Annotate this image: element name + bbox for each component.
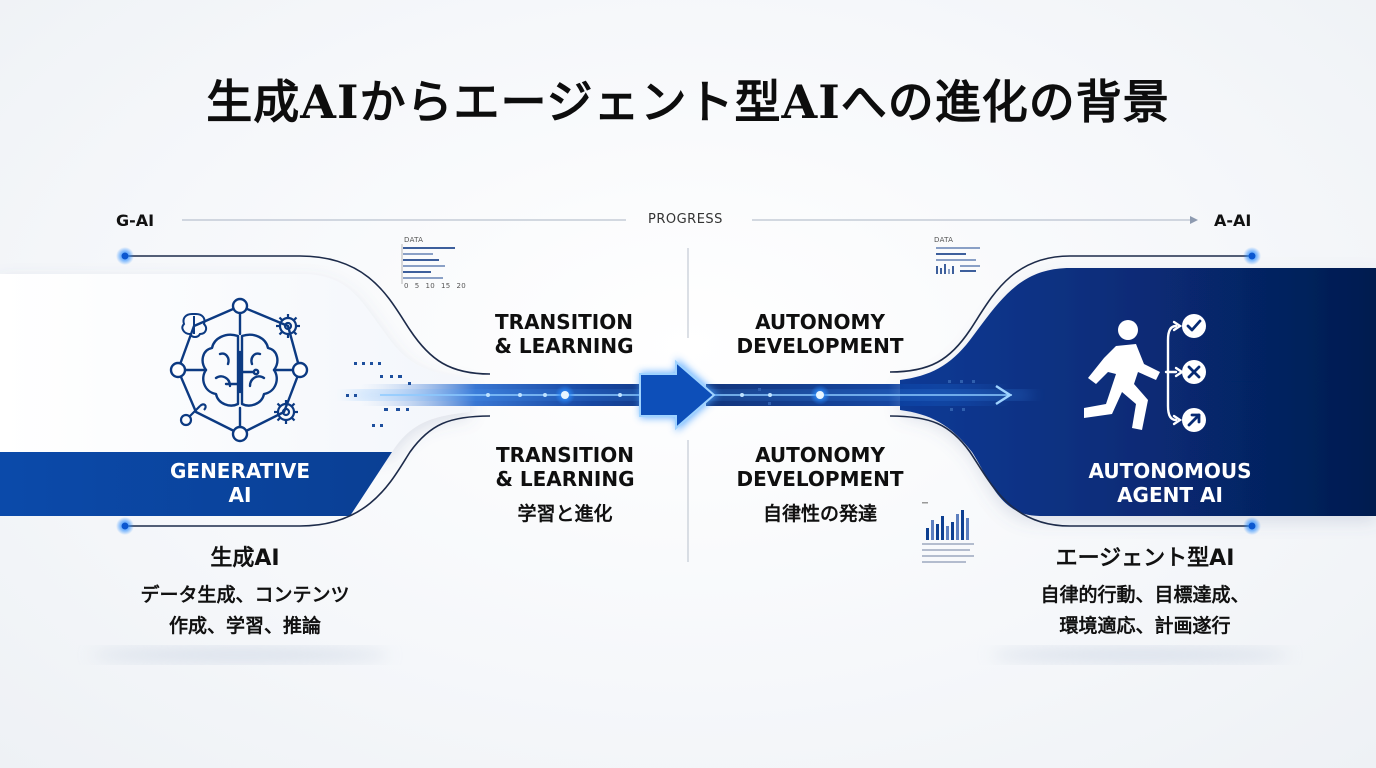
autonomous-agent-band-label: AUTONOMOUS AGENT AI: [1040, 459, 1300, 507]
band-line: GENERATIVE: [169, 459, 311, 483]
mini-bar-chart-right: DATA: [932, 236, 988, 280]
label-line: TRANSITION: [495, 310, 633, 334]
generative-ai-band-label: GENERATIVE AI: [140, 459, 340, 507]
brain-network-icon: [169, 297, 309, 443]
label-line: AUTONOMY: [755, 310, 885, 334]
label-line: DEVELOPMENT: [736, 334, 904, 358]
transition-bottom-label: TRANSITION & LEARNING: [450, 443, 680, 491]
agent-ai-subtitle: エージェント型AI: [1055, 546, 1235, 571]
running-agent-icon: [1084, 314, 1206, 432]
axis-right-label: A-AI: [1214, 211, 1252, 230]
check-circle-icon: [1182, 314, 1206, 338]
band-line: AGENT AI: [1117, 483, 1223, 507]
autonomy-top-label: AUTONOMY DEVELOPMENT: [705, 310, 935, 358]
label-line: & LEARNING: [495, 467, 635, 491]
transition-top-label: TRANSITION & LEARNING: [449, 310, 679, 358]
tick-label: 5: [414, 282, 420, 290]
autonomy-bottom-label: AUTONOMY DEVELOPMENT: [705, 443, 935, 491]
label-line: & LEARNING: [494, 334, 634, 358]
desc-line: 自律的行動、目標達成、: [1040, 584, 1250, 606]
generative-ai-description: データ生成、コンテンツ 作成、学習、推論: [95, 580, 395, 642]
transition-jp-label: 学習と進化: [517, 503, 613, 525]
generative-ai-subtitle: 生成AI: [210, 546, 280, 571]
mini-chart-bars: [401, 244, 455, 284]
mini-chart-label: DATA: [404, 236, 424, 244]
desc-line: データ生成、コンテンツ: [140, 584, 350, 606]
band-line: AUTONOMOUS: [1088, 459, 1252, 483]
tick-label: 20: [456, 282, 466, 290]
mini-bar-chart-left: DATA 0 5 10 15 20: [400, 236, 472, 292]
mini-column-chart: [922, 502, 974, 563]
tick-label: 10: [425, 282, 435, 290]
arrow-up-right-circle-icon: [1182, 408, 1206, 432]
axis-center-label: PROGRESS: [648, 212, 723, 227]
page-title: 生成AIからエージェント型AIへの進化の背景: [206, 75, 1170, 129]
desc-line: 環境適応、計画遂行: [1059, 615, 1231, 637]
mini-chart-label: DATA: [934, 236, 954, 244]
autonomy-jp-label: 自律性の発達: [762, 503, 877, 525]
label-line: AUTONOMY: [755, 443, 885, 467]
tick-label: 15: [440, 282, 451, 290]
agent-ai-description: 自律的行動、目標達成、 環境適応、計画遂行: [995, 580, 1295, 642]
label-line: DEVELOPMENT: [736, 467, 904, 491]
x-circle-icon: [1182, 360, 1206, 384]
axis-left-label: G-AI: [116, 211, 155, 230]
mini-chart-ticks: 0 5 10 15 20: [404, 282, 466, 290]
label-line: TRANSITION: [496, 443, 634, 467]
desc-line: 作成、学習、推論: [168, 615, 321, 637]
mini-chart-bars: [936, 247, 980, 274]
band-line: AI: [228, 483, 252, 507]
tick-label: 0: [404, 282, 409, 290]
